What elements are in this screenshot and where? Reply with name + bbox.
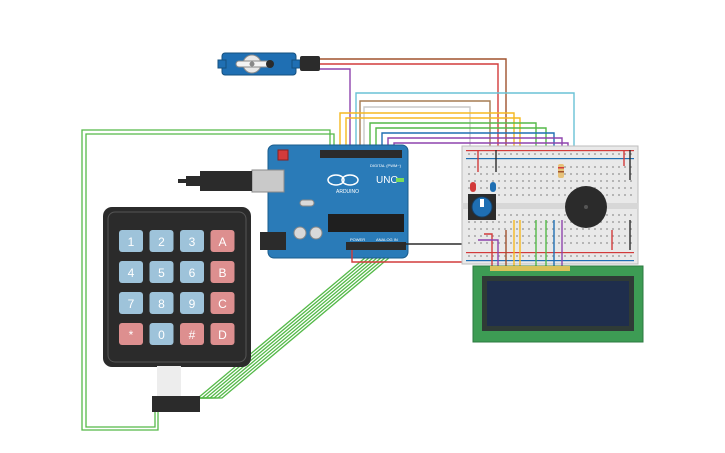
keypad-key-8[interactable]: 8 — [149, 292, 174, 314]
keypad-key-2[interactable]: 2 — [149, 230, 174, 252]
keypad-key-*[interactable]: * — [119, 323, 143, 345]
keypad-key-label: 1 — [128, 235, 135, 249]
lcd-display — [472, 265, 644, 343]
servo-motor — [217, 52, 320, 76]
keypad-key-label: 4 — [128, 266, 135, 280]
led-blue — [490, 182, 496, 192]
lcd-wires — [478, 220, 563, 268]
keypad-key-label: D — [218, 328, 227, 342]
keypad-key-label: 6 — [189, 266, 196, 280]
breadboard-jumpers — [477, 150, 631, 250]
keypad-keys: 1 2 3 A 4 5 6 B 7 8 9 C * 0 # D — [119, 230, 235, 345]
keypad-key-5[interactable]: 5 — [149, 261, 174, 283]
breadboard-holes — [468, 153, 632, 257]
keypad-loop-wires — [81, 129, 335, 431]
keypad-key-label: B — [218, 266, 226, 280]
keypad-key-label: 8 — [158, 297, 165, 311]
keypad-key-1[interactable]: 1 — [119, 230, 143, 252]
keypad-key-3[interactable]: 3 — [180, 230, 204, 252]
arduino-brand-label: ARDUINO — [336, 189, 359, 195]
keypad-ribbon — [157, 366, 181, 396]
keypad-key-B[interactable]: B — [210, 261, 235, 283]
keypad-key-label: 0 — [158, 328, 165, 342]
keypad-key-7[interactable]: 7 — [119, 292, 143, 314]
keypad-key-6[interactable]: 6 — [180, 261, 204, 283]
keypad-key-#[interactable]: # — [180, 323, 204, 345]
keypad-key-D[interactable]: D — [210, 323, 235, 345]
keypad-key-C[interactable]: C — [210, 292, 235, 314]
keypad-key-A[interactable]: A — [210, 230, 235, 252]
led-red — [470, 182, 476, 192]
power-header-label: POWER — [350, 237, 365, 242]
keypad-key-label: 2 — [158, 235, 165, 249]
arduino-breadboard-wires — [339, 92, 575, 150]
arduino-model-label: UNO — [376, 175, 398, 186]
keypad-key-label: 9 — [189, 297, 196, 311]
servo-wires — [320, 58, 507, 150]
keypad-key-0[interactable]: 0 — [149, 323, 174, 345]
keypad-key-label: # — [189, 328, 196, 342]
keypad-key-9[interactable]: 9 — [180, 292, 204, 314]
keypad-key-label: 5 — [158, 266, 165, 280]
keypad-key-label: C — [218, 297, 227, 311]
keypad-key-4[interactable]: 4 — [119, 261, 143, 283]
usb-cable — [178, 171, 252, 191]
potentiometer — [468, 194, 496, 220]
keypad-header — [152, 396, 200, 412]
analog-header-label: ANALOG IN — [376, 237, 398, 242]
keypad-key-label: 7 — [128, 297, 135, 311]
keypad-key-label: A — [218, 235, 226, 249]
keypad-key-label: 3 — [189, 235, 196, 249]
resistor — [558, 164, 564, 178]
digital-header-label: DIGITAL (PWM~) — [370, 163, 402, 168]
piezo-buzzer — [565, 186, 607, 228]
arduino-uno: UNO ARDUINO DIGITAL (PWM~) POWER ANALOG … — [251, 144, 409, 259]
keypad-key-label: * — [129, 328, 134, 342]
